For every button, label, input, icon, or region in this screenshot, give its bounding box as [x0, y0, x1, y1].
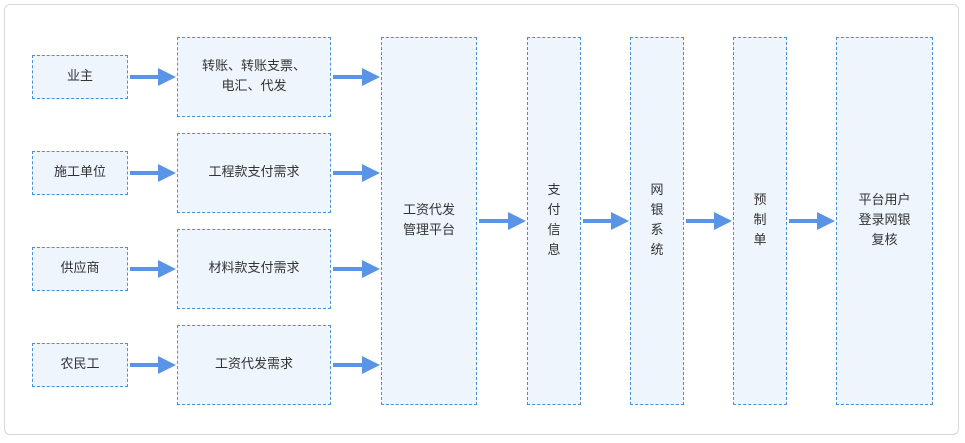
request-wage-label: 工资代发需求 — [214, 357, 293, 372]
party-worker-label: 农民工 — [60, 357, 100, 372]
platform-box: 工资代发 管理平台 — [381, 37, 477, 405]
request-transfer-box: 转账、转账支票、 电汇、代发 — [177, 37, 331, 117]
party-contractor-box: 施工单位 — [32, 151, 128, 195]
platform-line1: 工资代发 — [402, 203, 455, 218]
arrow-platform-to-payment-info — [479, 212, 526, 230]
request-wage-box: 工资代发需求 — [177, 325, 331, 405]
party-contractor-label: 施工单位 — [53, 165, 106, 180]
bank-system-box: 网银系统 — [630, 37, 684, 405]
request-transfer-line2: 电汇、代发 — [221, 79, 287, 94]
arrow-request2-to-platform — [333, 164, 380, 182]
platform-line2: 管理平台 — [402, 223, 455, 238]
request-transfer-line1: 转账、转账支票、 — [201, 59, 306, 74]
final-review-line1: 平台用户 — [858, 193, 911, 208]
request-project-payment-label: 工程款支付需求 — [208, 165, 300, 180]
arrow-payment-info-to-bank — [583, 212, 629, 230]
bank-system-label: 网银系统 — [650, 183, 664, 258]
arrow-pre-order-to-final — [789, 212, 835, 230]
arrow-contractor-to-request — [130, 164, 176, 182]
final-review-line3: 复核 — [871, 233, 898, 248]
arrow-request3-to-platform — [333, 260, 380, 278]
party-owner-label: 业主 — [66, 69, 93, 84]
party-worker-box: 农民工 — [32, 343, 128, 387]
final-review-line2: 登录网银 — [858, 213, 911, 228]
arrow-owner-to-request — [130, 68, 176, 86]
party-supplier-label: 供应商 — [60, 261, 100, 276]
arrow-request4-to-platform — [333, 356, 380, 374]
pre-order-box: 预制单 — [733, 37, 787, 405]
arrow-request1-to-platform — [333, 68, 380, 86]
payment-info-box: 支付信息 — [527, 37, 581, 405]
pre-order-label: 预制单 — [753, 193, 767, 248]
party-supplier-box: 供应商 — [32, 247, 128, 291]
arrow-worker-to-request — [130, 356, 176, 374]
arrow-supplier-to-request — [130, 260, 176, 278]
party-owner-box: 业主 — [32, 55, 128, 99]
request-material-payment-label: 材料款支付需求 — [208, 261, 300, 276]
arrow-bank-to-pre-order — [686, 212, 732, 230]
final-review-box: 平台用户 登录网银 复核 — [836, 37, 933, 405]
payment-info-label: 支付信息 — [547, 183, 561, 258]
request-project-payment-box: 工程款支付需求 — [177, 133, 331, 213]
request-material-payment-box: 材料款支付需求 — [177, 229, 331, 309]
